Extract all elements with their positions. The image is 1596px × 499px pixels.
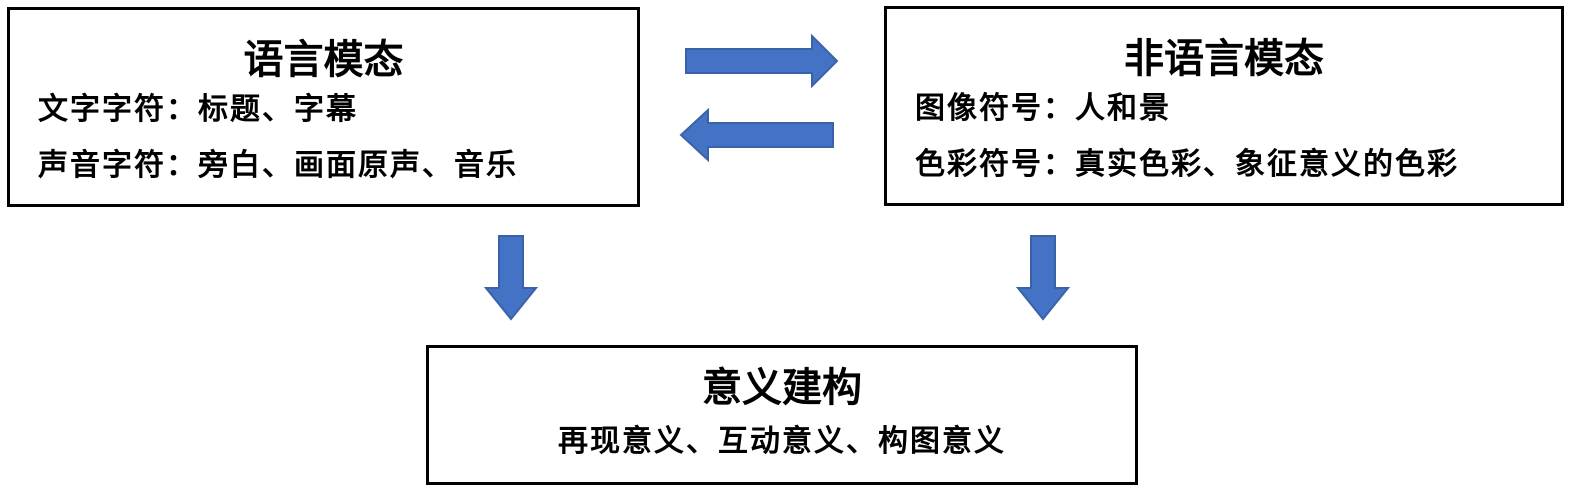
meaning-types-line: 再现意义、互动意义、构图意义 bbox=[558, 424, 1006, 459]
sound-symbol-line: 声音字符：旁白、画面原声、音乐 bbox=[38, 148, 518, 183]
arrow-down-icon bbox=[483, 235, 539, 321]
arrow-left-icon bbox=[679, 107, 834, 163]
arrow-right-icon bbox=[685, 33, 839, 89]
color-symbol-line: 色彩符号：真实色彩、象征意义的色彩 bbox=[915, 147, 1459, 182]
meaning-construction-title: 意义建构 bbox=[702, 364, 862, 411]
arrow-down-icon bbox=[1015, 235, 1071, 321]
meaning-construction-box: 意义建构 再现意义、互动意义、构图意义 bbox=[426, 345, 1138, 485]
nonlanguage-modality-title: 非语言模态 bbox=[1124, 35, 1324, 82]
image-symbol-line: 图像符号：人和景 bbox=[915, 91, 1171, 126]
nonlanguage-modality-box: 非语言模态 图像符号：人和景 色彩符号：真实色彩、象征意义的色彩 bbox=[884, 6, 1564, 206]
language-modality-title: 语言模态 bbox=[243, 36, 404, 83]
language-modality-box: 语言模态 文字字符：标题、字幕 声音字符：旁白、画面原声、音乐 bbox=[7, 7, 640, 207]
text-symbol-line: 文字字符：标题、字幕 bbox=[38, 92, 358, 127]
